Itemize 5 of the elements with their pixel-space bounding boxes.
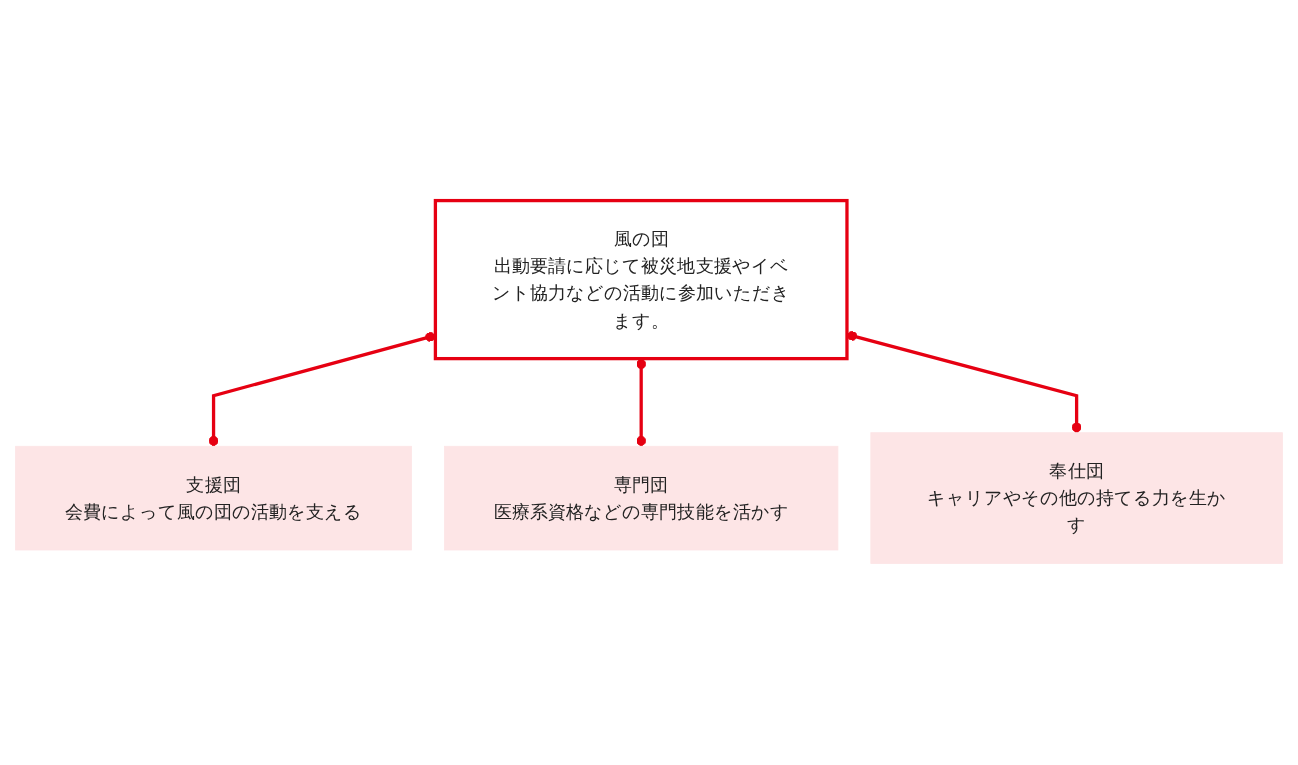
node-box: 奉仕団 キャリアやその他の持てる力を生かす xyxy=(870,432,1283,565)
node-box: 支援団 会費によって風の団の活動を支える xyxy=(15,446,412,551)
connector xyxy=(636,359,647,447)
node-box: 風の団 出動要請に応じて被災地支援やイベント協力などの活動に参加いただきます。 xyxy=(433,199,849,361)
node-box: 専門団 医療系資格などの専門技能を活かす xyxy=(444,446,839,551)
